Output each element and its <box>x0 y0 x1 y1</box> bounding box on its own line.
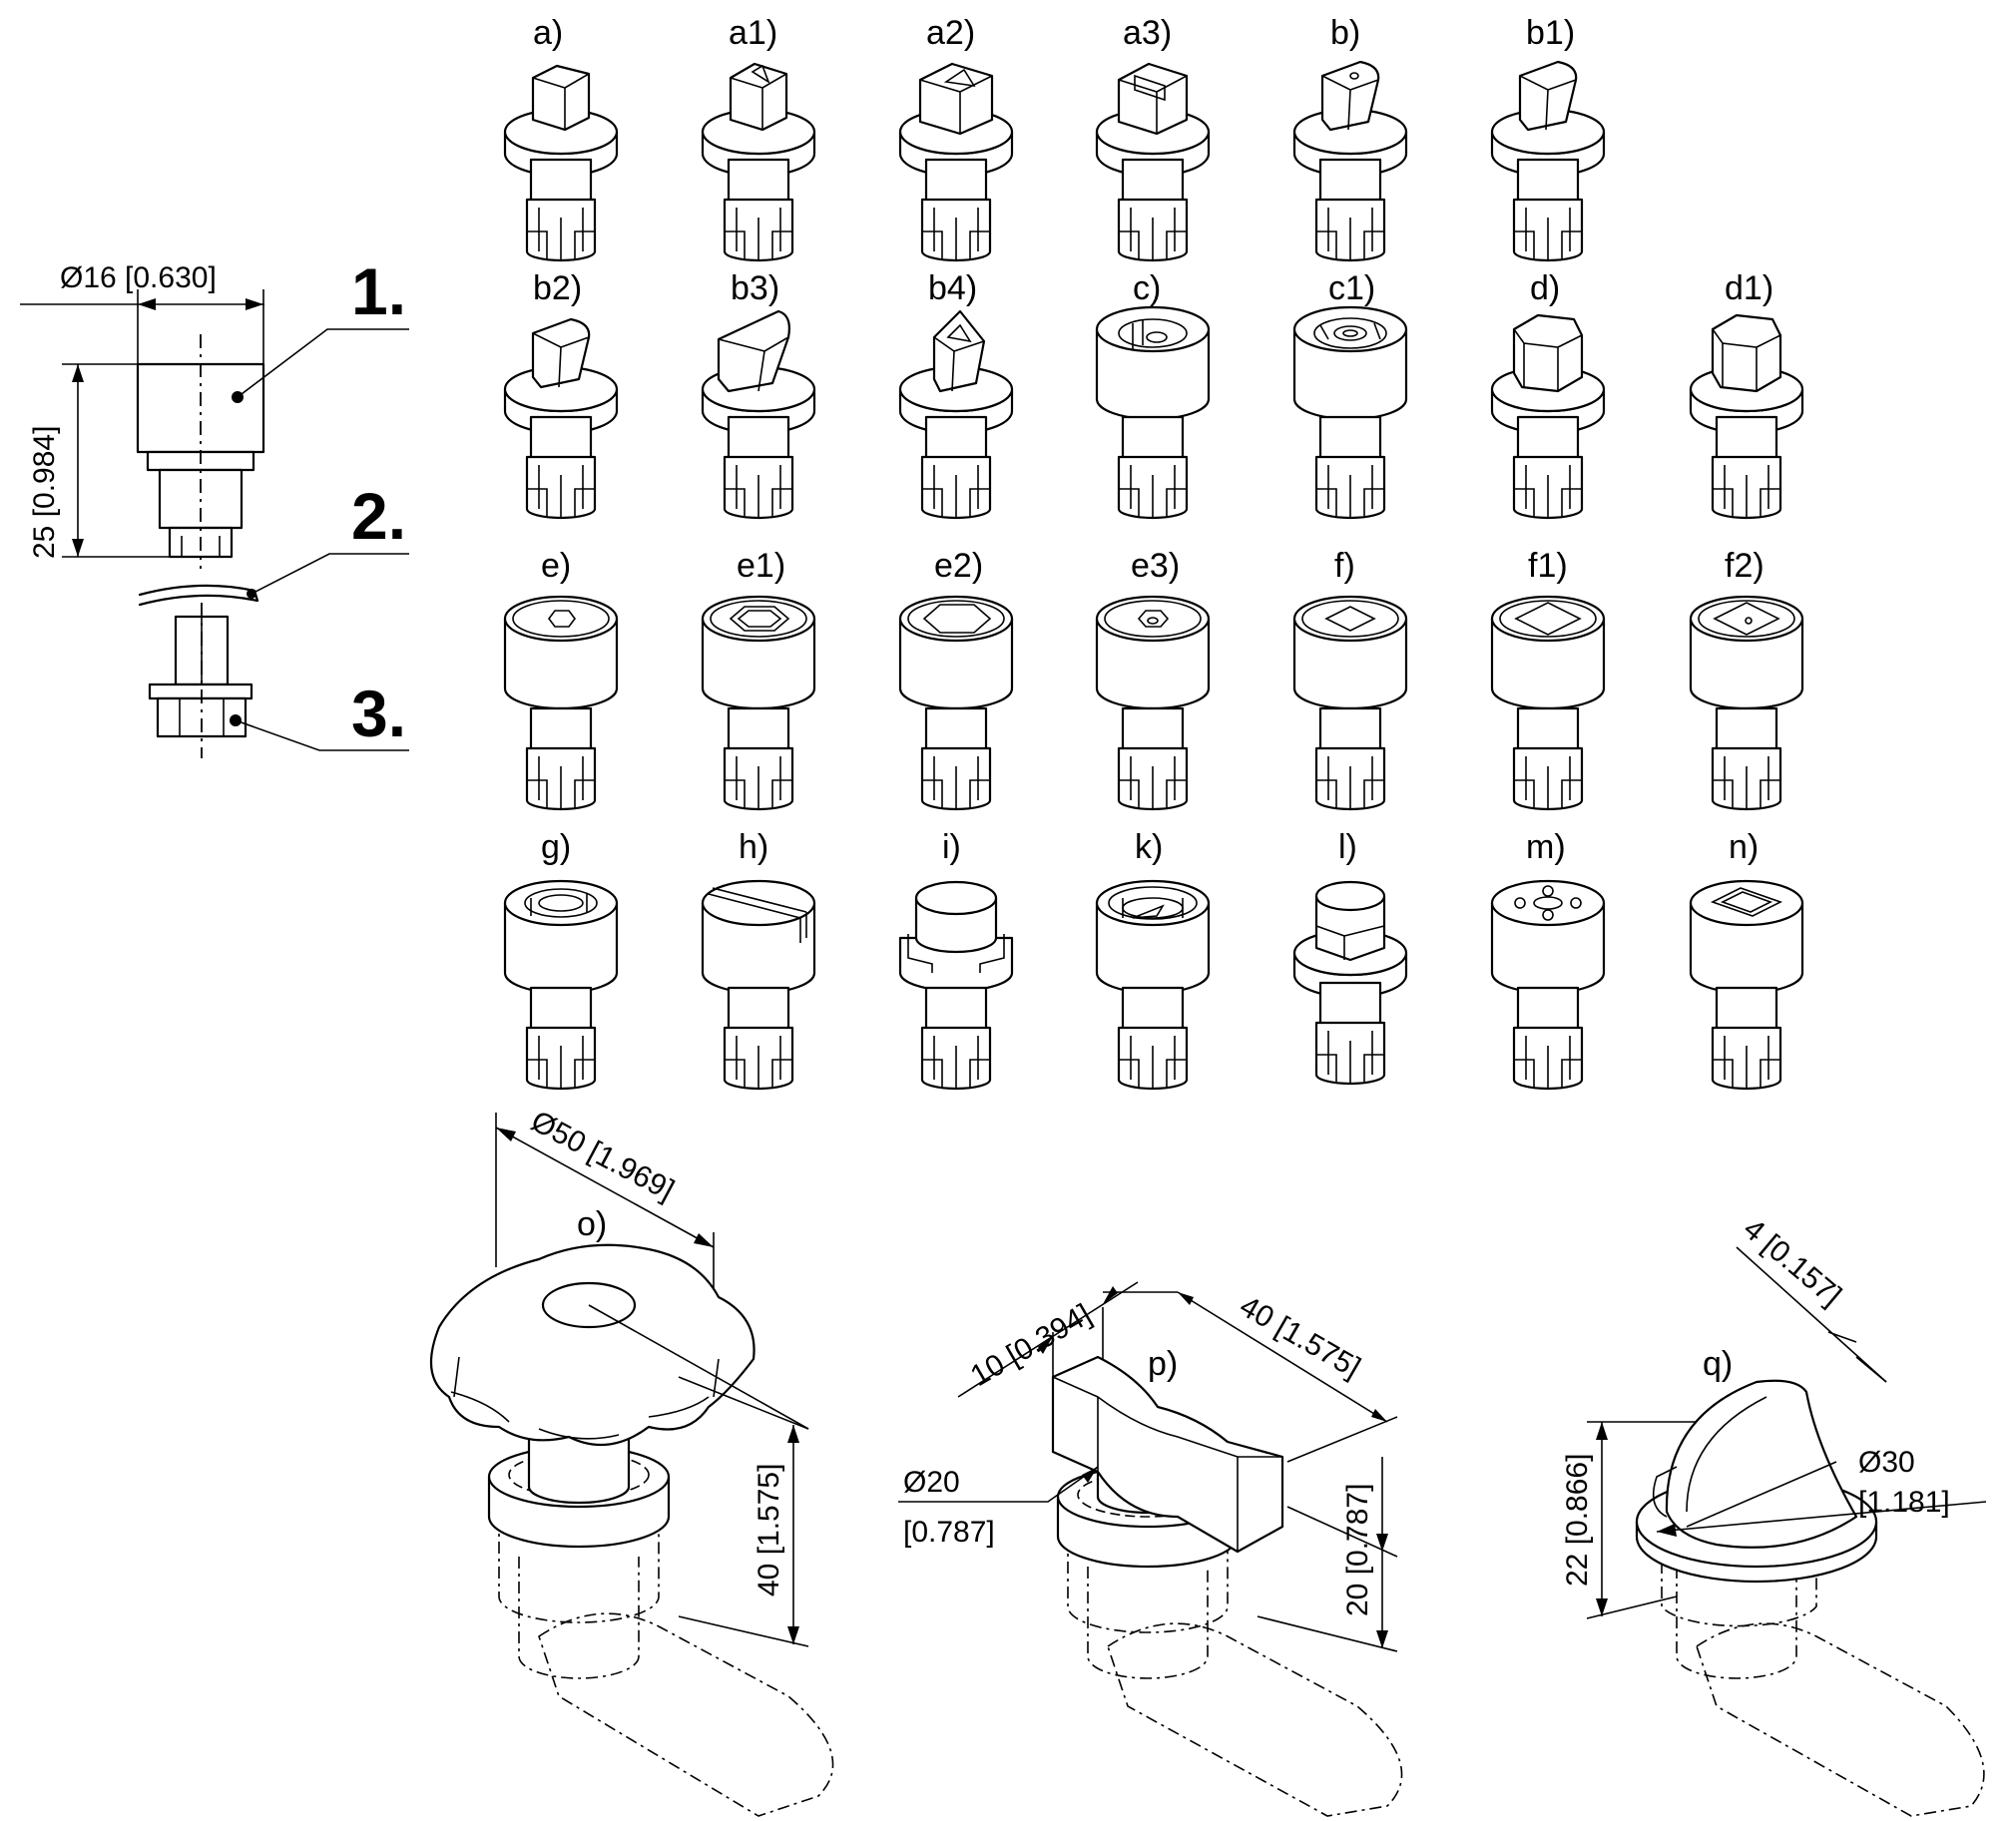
callout-1: 1. <box>351 254 406 328</box>
label-q: q) <box>1703 1345 1733 1383</box>
dim-height-22: 22 [0.866] <box>1561 1454 1594 1587</box>
callout-2: 2. <box>351 479 406 553</box>
dim-diameter-30: Ø30 <box>1858 1446 1915 1479</box>
dim-diameter-20-inch: [0.787] <box>903 1516 995 1549</box>
label-h: h) <box>739 828 768 866</box>
variant-h: h) <box>701 828 816 1091</box>
variant-d: d) <box>1490 269 1606 520</box>
variant-a1: a1) <box>701 14 816 262</box>
label-c1: c1) <box>1328 269 1375 307</box>
label-k: k) <box>1135 828 1163 866</box>
variant-e: e) <box>503 547 619 811</box>
variant-b2: b2) <box>503 269 619 520</box>
dim-diameter-16: Ø16 [0.630] <box>60 261 217 294</box>
label-e3: e3) <box>1131 547 1180 585</box>
variant-a: a) <box>503 14 619 262</box>
callout-3: 3. <box>351 677 406 750</box>
dim-diameter-20: Ø20 <box>903 1466 960 1499</box>
handle-p: p) 10 [0.394] 40 [1.575] 20 <box>898 1281 1403 1817</box>
variant-f1: f1) <box>1490 547 1606 811</box>
variant-e3: e3) <box>1095 547 1211 811</box>
label-f: f) <box>1334 547 1355 585</box>
label-b2: b2) <box>533 269 582 307</box>
label-p: p) <box>1148 1345 1178 1383</box>
label-l: l) <box>1338 828 1357 866</box>
variant-i: i) <box>898 828 1014 1091</box>
label-a3: a3) <box>1123 14 1172 52</box>
variant-k: k) <box>1095 828 1211 1091</box>
variant-f2: f2) <box>1689 547 1804 811</box>
variant-l: l) <box>1292 828 1408 1086</box>
label-d: d) <box>1530 269 1560 307</box>
assembly-side-view: Ø16 [0.630] 25 [0.984] 1. 2. <box>20 254 409 758</box>
variant-e2: e2) <box>898 547 1014 811</box>
label-b3: b3) <box>731 269 779 307</box>
label-m: m) <box>1526 828 1566 866</box>
variant-b1: b1) <box>1490 14 1606 262</box>
variant-b3: b3) <box>701 269 816 520</box>
label-a1: a1) <box>729 14 777 52</box>
dim-height-25: 25 [0.984] <box>28 426 61 559</box>
label-f1: f1) <box>1528 547 1568 585</box>
variant-n: n) <box>1689 828 1804 1091</box>
label-e1: e1) <box>737 547 785 585</box>
label-n: n) <box>1729 828 1759 866</box>
variant-e1: e1) <box>701 547 816 811</box>
variant-a2: a2) <box>898 14 1014 262</box>
variant-c: c) <box>1095 269 1211 520</box>
label-i: i) <box>942 828 961 866</box>
handle-q: q) 4 [0.157] Ø30 [1.181] 22 [0.866] <box>1561 1212 1987 1817</box>
variant-m: m) <box>1490 828 1606 1091</box>
variant-row-4: g) h) i) k) <box>503 828 1804 1091</box>
variant-row-2: b2) b3) b4) c) <box>503 269 1804 520</box>
variant-d1: d1) <box>1689 269 1804 520</box>
variant-row-3: e) e1) e2) e3) <box>503 547 1804 811</box>
dim-diameter-30-inch: [1.181] <box>1858 1486 1950 1519</box>
label-a: a) <box>533 14 563 52</box>
dim-length-40-p: 40 [1.575] <box>1235 1289 1366 1384</box>
label-d1: d1) <box>1725 269 1773 307</box>
label-e: e) <box>541 547 571 585</box>
variant-a3: a3) <box>1095 14 1211 262</box>
variant-row-1: a) a1) a2) a3) <box>503 14 1606 262</box>
label-o: o) <box>577 1205 607 1243</box>
variant-f: f) <box>1292 547 1408 811</box>
dim-height-40-o: 40 [1.575] <box>753 1464 785 1596</box>
label-a2: a2) <box>926 14 975 52</box>
label-e2: e2) <box>934 547 983 585</box>
label-b: b) <box>1330 14 1360 52</box>
label-b1: b1) <box>1526 14 1575 52</box>
dim-height-20-p: 20 [0.787] <box>1341 1484 1374 1616</box>
variant-b4: b4) <box>898 269 1014 520</box>
variant-b: b) <box>1292 14 1408 262</box>
label-f2: f2) <box>1725 547 1764 585</box>
variant-c1: c1) <box>1292 269 1408 520</box>
variant-g: g) <box>503 828 619 1091</box>
label-b4: b4) <box>928 269 977 307</box>
label-c: c) <box>1133 269 1161 307</box>
label-g: g) <box>541 828 571 866</box>
handle-o: o) Ø50 [1.969] 40 [1.575] <box>429 1105 834 1817</box>
